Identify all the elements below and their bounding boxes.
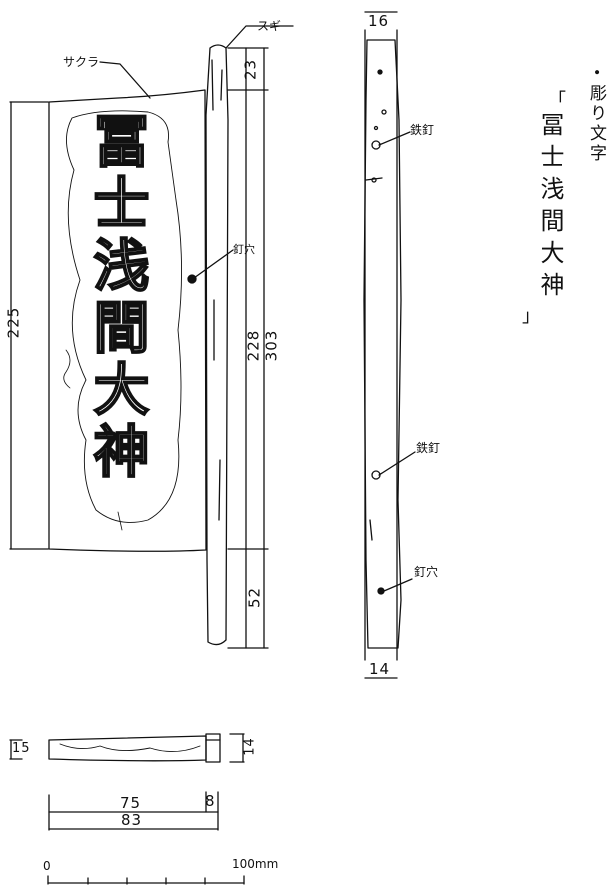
dim-plan-left-thickness: 15 [12,741,31,756]
dim-post-bottom: 52 [245,586,264,609]
dim-post-top: 23 [241,58,260,81]
carving-note-text: 冨士浅間大神 [536,112,564,304]
dim-plan-total-width: 83 [121,811,143,829]
side-nail-hole [377,587,385,595]
carving-note-title: 彫り文字 [586,84,606,164]
sign-board-outline [48,89,207,552]
dim-post-middle: 228 [244,329,263,362]
side-iron-nail-upper-label: 鉄釘 [410,123,435,137]
front-carved-inscription: 冨士浅間大神 [83,111,150,485]
dim-plan-panel-width: 75 [120,794,142,812]
dim-side-top-width: 16 [368,12,390,30]
dim-panel-height: 225 [4,306,23,339]
plan-view [9,733,245,831]
side-outline [363,39,402,649]
dim-side-bottom-width: 14 [369,660,391,678]
scale-bar-ticks [47,875,245,885]
scale-end-label: 100mm [232,857,279,871]
carving-note-close-bracket: 」 [522,306,540,327]
carving-note-open-bracket: 「 [548,90,566,111]
cedar-leader [225,25,294,49]
front-view [9,25,294,649]
cherry-label: サクラ [63,55,100,69]
side-view [363,11,416,679]
front-nail-hole-label: 釘穴 [233,243,255,256]
side-nail-hole-label: 釘穴 [414,565,439,579]
scale-start-label: 0 [43,859,51,873]
plan-board-outline [48,735,207,762]
carving-note-bullet: • [588,68,604,77]
dim-plan-right-thickness: 14 [242,737,258,756]
side-iron-nail-lower-label: 鉄釘 [416,441,441,455]
cedar-label: スギ [257,19,282,33]
post-outline [205,44,229,646]
plan-post-outline [205,733,221,763]
front-nail-hole [187,274,197,284]
dim-plan-post-width: 8 [205,792,216,810]
dim-post-total: 303 [262,329,281,362]
cherry-leader [99,61,151,99]
carving-outline [66,110,182,523]
